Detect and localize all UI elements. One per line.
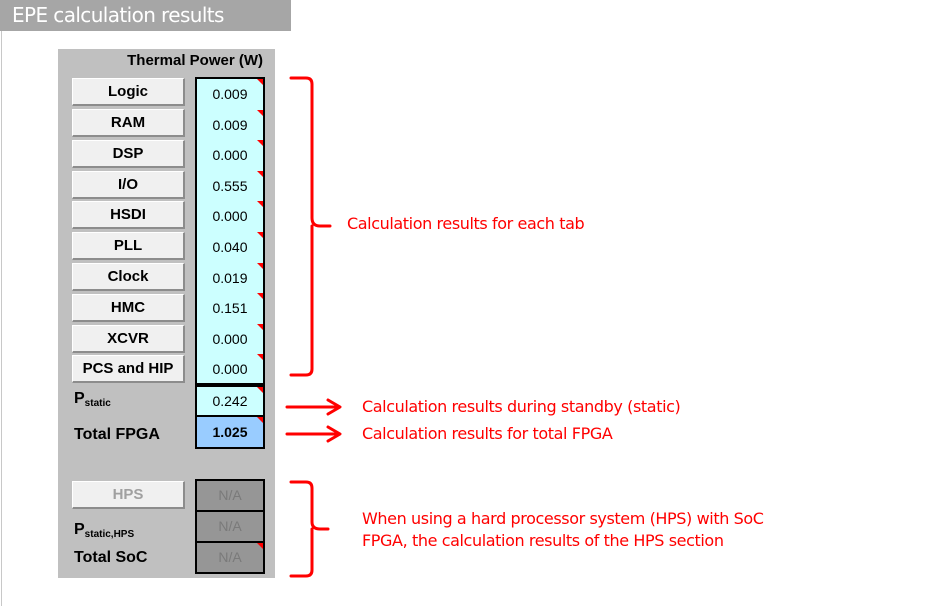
- arrow-right-icon: [285, 425, 342, 443]
- comment-marker-icon: [257, 354, 263, 360]
- pstatic-label: Pstatic: [74, 390, 111, 409]
- pcs-hip-button[interactable]: PCS and HIP: [72, 355, 185, 383]
- pstatic-hps-value: N/A: [218, 518, 242, 534]
- ram-button[interactable]: RAM: [72, 109, 185, 137]
- pll-value: 0.040: [212, 239, 248, 255]
- pll-value-cell[interactable]: 0.040: [197, 232, 263, 263]
- logic-value: 0.009: [212, 86, 248, 102]
- section-header: EPE calculation results: [0, 0, 291, 31]
- io-value: 0.555: [212, 178, 248, 194]
- pll-button[interactable]: PLL: [72, 232, 185, 260]
- comment-marker-icon: [257, 293, 263, 299]
- hps-value-cell[interactable]: N/A: [195, 479, 265, 512]
- comment-marker-icon: [257, 543, 263, 549]
- logic-value-cell[interactable]: 0.009: [197, 79, 263, 110]
- hsdi-value-cell[interactable]: 0.000: [197, 201, 263, 232]
- hps-value: N/A: [218, 487, 242, 503]
- hmc-button[interactable]: HMC: [72, 294, 185, 322]
- total-fpga-value: 1.025: [212, 424, 248, 440]
- dsp-value-cell[interactable]: 0.000: [197, 140, 263, 171]
- xcvr-button[interactable]: XCVR: [72, 325, 185, 353]
- brace-icon: [289, 480, 330, 578]
- xcvr-value-cell[interactable]: 0.000: [197, 324, 263, 355]
- pstatic-hps-label-sub: static,HPS: [84, 529, 135, 540]
- total-fpga-value-cell[interactable]: 1.025: [195, 415, 265, 449]
- pstatic-value-cell[interactable]: 0.242: [195, 385, 265, 417]
- comment-marker-icon: [257, 387, 263, 393]
- frame-border: [1, 31, 2, 606]
- brace-icon: [289, 76, 332, 377]
- annotation-total-fpga: Calculation results for total FPGA: [362, 424, 613, 443]
- comment-marker-icon: [257, 171, 263, 177]
- panel-title: Thermal Power (W): [127, 52, 263, 69]
- pstatic-hps-label-main: P: [74, 521, 85, 538]
- clock-button[interactable]: Clock: [72, 263, 185, 291]
- total-soc-value-cell[interactable]: N/A: [195, 541, 265, 574]
- ram-value: 0.009: [212, 117, 248, 133]
- xcvr-value: 0.000: [212, 331, 248, 347]
- thermal-power-panel: Thermal Power (W) Logic RAM DSP I/O HSDI…: [58, 49, 275, 578]
- total-fpga-label: Total FPGA: [74, 426, 160, 443]
- comment-marker-icon: [257, 140, 263, 146]
- hmc-value-cell[interactable]: 0.151: [197, 293, 263, 324]
- annotation-standby: Calculation results during standby (stat…: [362, 397, 681, 416]
- comment-marker-icon: [257, 201, 263, 207]
- comment-marker-icon: [257, 417, 263, 423]
- hps-button[interactable]: HPS: [72, 481, 185, 509]
- clock-value: 0.019: [212, 270, 248, 286]
- pstatic-label-sub: static: [84, 398, 111, 409]
- io-value-cell[interactable]: 0.555: [197, 171, 263, 202]
- dsp-button[interactable]: DSP: [72, 140, 185, 168]
- comment-marker-icon: [257, 263, 263, 269]
- total-soc-value: N/A: [218, 549, 242, 565]
- io-button[interactable]: I/O: [72, 171, 185, 199]
- pstatic-value: 0.242: [212, 393, 248, 409]
- annotation-hps-line2: FPGA, the calculation results of the HPS…: [362, 531, 724, 550]
- logic-button[interactable]: Logic: [72, 78, 185, 106]
- arrow-right-icon: [285, 398, 342, 416]
- comment-marker-icon: [257, 232, 263, 238]
- annotation-each-tab: Calculation results for each tab: [347, 214, 585, 233]
- hsdi-value: 0.000: [212, 208, 248, 224]
- comment-marker-icon: [257, 324, 263, 330]
- comment-marker-icon: [257, 79, 263, 85]
- pcs-hip-value-cell[interactable]: 0.000: [197, 354, 263, 385]
- values-column: 0.009 0.009 0.000 0.555 0.000 0.040 0.01…: [195, 77, 265, 385]
- pcs-hip-value: 0.000: [212, 361, 248, 377]
- annotation-hps-line1: When using a hard processor system (HPS)…: [362, 509, 764, 528]
- clock-value-cell[interactable]: 0.019: [197, 263, 263, 294]
- pstatic-label-main: P: [74, 390, 85, 407]
- hsdi-button[interactable]: HSDI: [72, 201, 185, 229]
- total-soc-label: Total SoC: [74, 549, 148, 566]
- hmc-value: 0.151: [212, 300, 248, 316]
- comment-marker-icon: [257, 110, 263, 116]
- pstatic-hps-label: Pstatic,HPS: [74, 521, 134, 540]
- section-title: EPE calculation results: [12, 3, 224, 27]
- ram-value-cell[interactable]: 0.009: [197, 110, 263, 141]
- dsp-value: 0.000: [212, 147, 248, 163]
